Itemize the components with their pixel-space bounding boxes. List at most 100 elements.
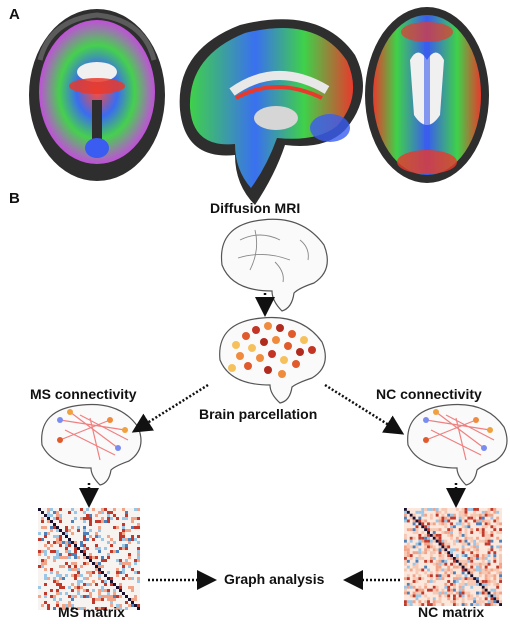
matrix-cell bbox=[95, 583, 98, 586]
matrix-cell bbox=[458, 562, 462, 566]
matrix-cell bbox=[107, 517, 110, 520]
matrix-cell bbox=[95, 598, 98, 601]
matrix-cell bbox=[53, 577, 56, 580]
matrix-cell bbox=[490, 539, 494, 543]
matrix-cell bbox=[461, 603, 465, 606]
matrix-cell bbox=[122, 562, 125, 565]
matrix-cell bbox=[467, 594, 471, 598]
matrix-cell bbox=[421, 557, 425, 560]
matrix-cell bbox=[496, 594, 500, 598]
matrix-cell bbox=[487, 519, 491, 523]
nc-matrix-label: NC matrix bbox=[418, 604, 485, 620]
matrix-cell bbox=[441, 548, 445, 552]
matrix-cell bbox=[427, 574, 430, 578]
matrix-cell bbox=[80, 565, 83, 568]
matrix-cell bbox=[44, 577, 47, 580]
matrix-cell bbox=[77, 568, 80, 571]
matrix-cell bbox=[98, 547, 101, 550]
matrix-cell bbox=[77, 547, 80, 550]
matrix-cell bbox=[487, 508, 491, 511]
matrix-cell bbox=[404, 588, 407, 592]
matrix-cell bbox=[125, 607, 128, 610]
matrix-cell bbox=[68, 595, 71, 598]
matrix-cell bbox=[98, 589, 101, 592]
matrix-cell bbox=[50, 571, 53, 574]
matrix-cell bbox=[464, 525, 468, 529]
matrix-cell bbox=[450, 571, 453, 575]
matrix-cell bbox=[450, 533, 453, 537]
matrix-cell bbox=[435, 528, 439, 532]
matrix-cell bbox=[467, 542, 471, 546]
matrix-cell bbox=[47, 514, 50, 517]
matrix-cell bbox=[137, 517, 140, 520]
matrix-cell bbox=[441, 559, 445, 563]
matrix-cell bbox=[80, 544, 83, 547]
matrix-cell bbox=[89, 556, 92, 559]
matrix-cell bbox=[487, 580, 491, 583]
matrix-cell bbox=[473, 582, 477, 586]
matrix-cell bbox=[125, 574, 128, 577]
matrix-cell bbox=[484, 542, 488, 546]
matrix-cell bbox=[487, 594, 491, 598]
matrix-cell bbox=[104, 580, 107, 583]
matrix-cell bbox=[478, 562, 482, 566]
matrix-cell bbox=[484, 533, 488, 537]
matrix-cell bbox=[56, 538, 59, 541]
matrix-cell bbox=[487, 571, 491, 575]
matrix-cell bbox=[447, 551, 451, 555]
matrix-cell bbox=[119, 571, 122, 574]
matrix-cell bbox=[499, 539, 502, 543]
matrix-cell bbox=[116, 559, 119, 562]
ms-connectivity-label: MS connectivity bbox=[30, 386, 137, 402]
matrix-cell bbox=[441, 588, 445, 592]
matrix-cell bbox=[427, 525, 430, 529]
matrix-cell bbox=[122, 544, 125, 547]
matrix-cell bbox=[432, 536, 436, 540]
matrix-cell bbox=[478, 516, 482, 520]
matrix-cell bbox=[461, 554, 465, 557]
matrix-cell bbox=[453, 513, 456, 517]
matrix-cell bbox=[83, 589, 86, 592]
matrix-cell bbox=[481, 513, 485, 517]
matrix-cell bbox=[50, 595, 53, 598]
matrix-cell bbox=[107, 577, 110, 580]
matrix-cell bbox=[455, 577, 459, 581]
matrix-cell bbox=[92, 580, 95, 583]
matrix-cell bbox=[424, 525, 428, 529]
matrix-cell bbox=[453, 542, 456, 546]
matrix-cell bbox=[68, 511, 71, 514]
matrix-cell bbox=[95, 520, 98, 523]
matrix-cell bbox=[453, 600, 456, 604]
matrix-cell bbox=[499, 580, 502, 583]
matrix-cell bbox=[447, 545, 451, 549]
matrix-cell bbox=[490, 531, 494, 534]
matrix-cell bbox=[496, 582, 500, 586]
matrix-cell bbox=[101, 580, 104, 583]
matrix-cell bbox=[56, 541, 59, 544]
matrix-cell bbox=[450, 551, 453, 555]
matrix-cell bbox=[429, 528, 433, 532]
matrix-cell bbox=[86, 547, 89, 550]
matrix-cell bbox=[68, 556, 71, 559]
matrix-cell bbox=[131, 604, 134, 607]
matrix-cell bbox=[424, 585, 428, 589]
matrix-cell bbox=[71, 568, 74, 571]
matrix-cell bbox=[441, 542, 445, 546]
matrix-cell bbox=[447, 591, 451, 595]
matrix-cell bbox=[490, 533, 494, 537]
matrix-cell bbox=[484, 531, 488, 534]
matrix-cell bbox=[137, 607, 140, 610]
matrix-cell bbox=[458, 582, 462, 586]
matrix-cell bbox=[98, 526, 101, 529]
matrix-cell bbox=[125, 544, 128, 547]
matrix-cell bbox=[450, 522, 453, 526]
matrix-cell bbox=[418, 588, 422, 592]
matrix-cell bbox=[74, 562, 77, 565]
matrix-cell bbox=[432, 508, 436, 511]
matrix-cell bbox=[473, 539, 477, 543]
matrix-cell bbox=[493, 551, 497, 555]
matrix-cell bbox=[107, 520, 110, 523]
matrix-cell bbox=[107, 556, 110, 559]
matrix-cell bbox=[406, 519, 410, 523]
matrix-cell bbox=[409, 513, 413, 517]
